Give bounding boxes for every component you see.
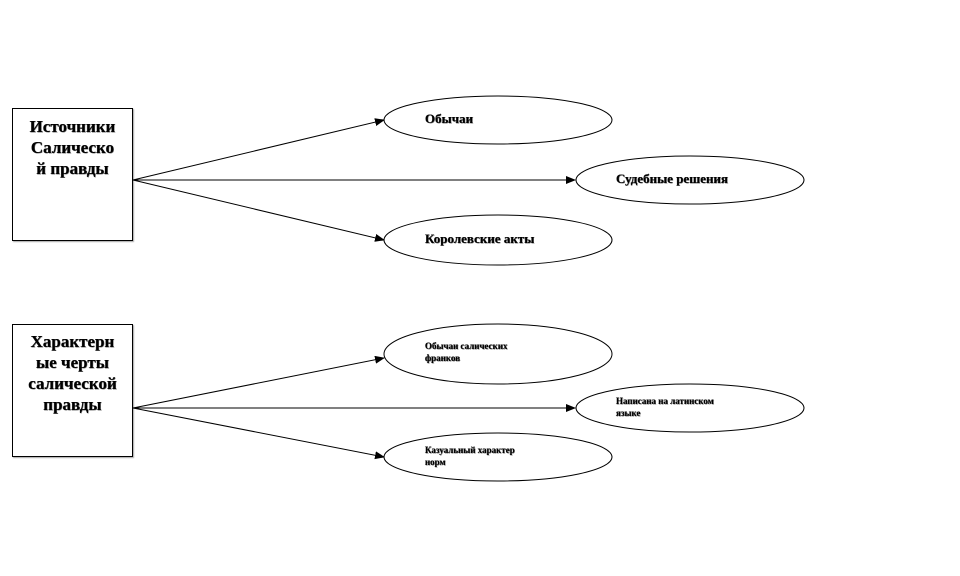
label-frank-customs: Обычаи салических франков (425, 341, 508, 363)
label-customs: Обычаи (425, 111, 474, 126)
arrow-features-to-casual (132, 407, 385, 460)
sources-box: Источники Салическо й правды (12, 108, 133, 241)
label-royal-acts: Королевские акты (425, 231, 535, 246)
ellipse-casual (383, 432, 613, 482)
ellipse-court-decisions (575, 155, 805, 205)
features-box: Характерн ые черты салической правды (12, 324, 133, 457)
label-casual: Казуальный характер норм (425, 445, 515, 467)
label-court-decisions: Судебные решения (616, 171, 729, 186)
ellipse-customs (383, 95, 613, 145)
arrow-sources-to-customs (132, 118, 385, 181)
ellipse-frank-customs (383, 323, 613, 385)
ellipse-latin (575, 383, 805, 433)
arrow-sources-to-royal-acts (132, 179, 385, 242)
arrow-features-to-frank-customs (132, 355, 385, 409)
ellipse-royal-acts (383, 214, 613, 266)
label-latin: Написана на латинском языке (616, 396, 714, 418)
features-title: Характерн ые черты салической правды (28, 332, 117, 414)
sources-title: Источники Салическо й правды (29, 117, 116, 178)
